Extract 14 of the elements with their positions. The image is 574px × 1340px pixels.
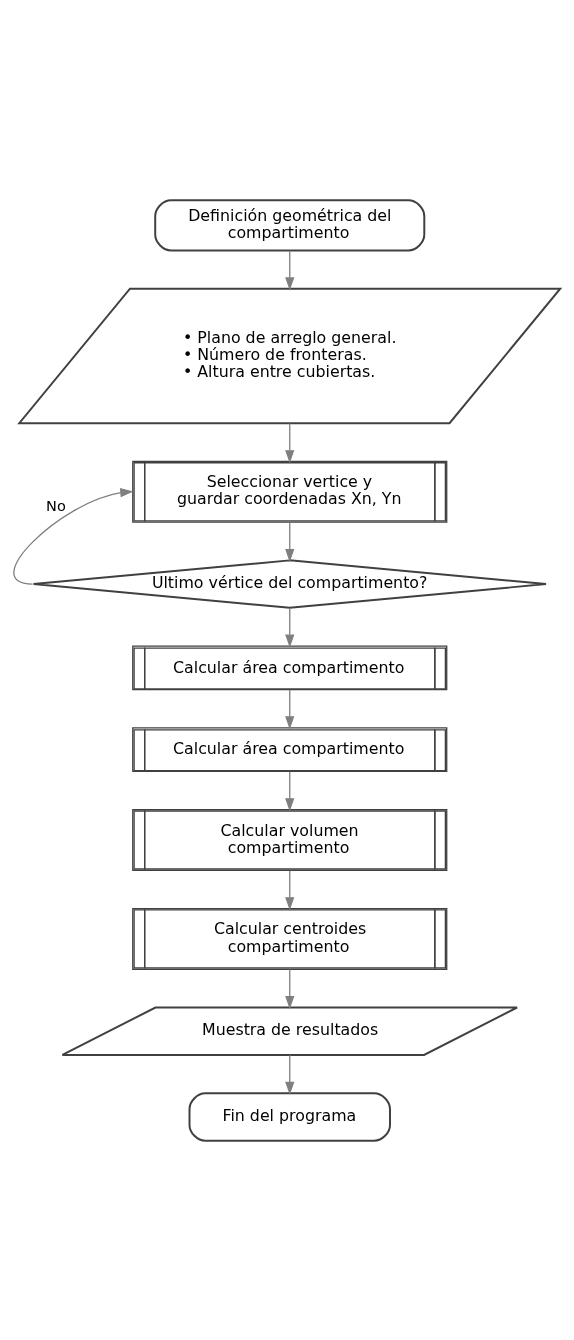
node-box: Definición geométrica del compartimento	[154, 198, 426, 251]
arrow	[285, 606, 295, 648]
arrow	[285, 422, 295, 463]
node-box: Fin del programa	[188, 1091, 391, 1142]
arrow	[13, 487, 134, 585]
arrow	[285, 521, 295, 562]
arrow	[285, 688, 295, 729]
node-diamond: Ultimo vértice del compartimento?	[32, 558, 547, 609]
arrow	[285, 869, 295, 910]
edge-label: No	[46, 497, 66, 514]
arrow	[285, 249, 295, 291]
arrow	[285, 770, 295, 811]
arrow	[285, 968, 295, 1009]
arrow	[285, 1054, 295, 1095]
